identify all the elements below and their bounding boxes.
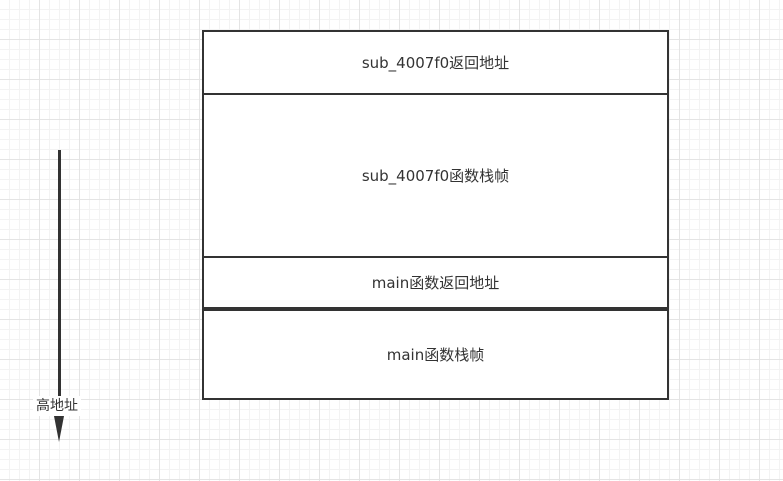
stack-block-main-return-address: main函数返回地址 xyxy=(202,256,669,309)
stack-block-main-frame: main函数栈帧 xyxy=(202,309,669,400)
arrow-down-icon xyxy=(54,416,64,442)
block-label: main函数栈帧 xyxy=(386,346,485,364)
block-label: sub_4007f0函数栈帧 xyxy=(361,167,510,185)
stack-block-sub-return-address: sub_4007f0返回地址 xyxy=(202,30,669,95)
block-label: sub_4007f0返回地址 xyxy=(361,54,510,72)
stack-block-sub-frame: sub_4007f0函数栈帧 xyxy=(202,93,669,258)
stack-diagram: sub_4007f0返回地址 sub_4007f0函数栈帧 main函数返回地址… xyxy=(202,30,669,400)
address-arrow-line xyxy=(58,150,61,418)
address-arrow-label: 高地址 xyxy=(33,396,81,416)
block-label: main函数返回地址 xyxy=(371,274,500,292)
